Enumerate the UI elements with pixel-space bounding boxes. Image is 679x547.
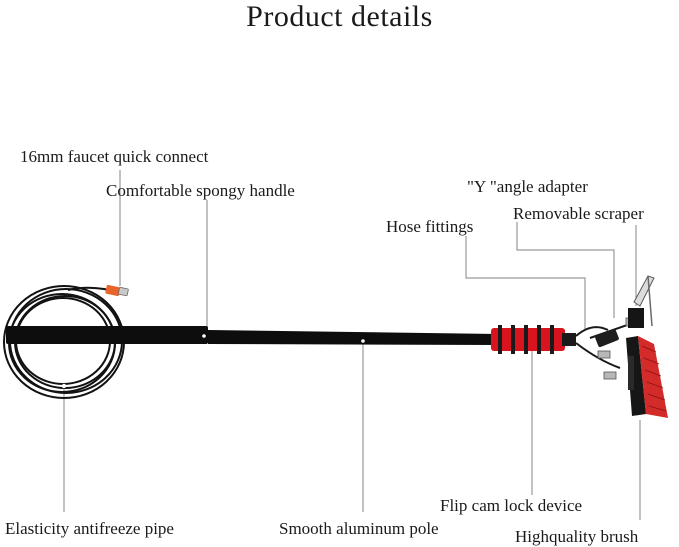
leader-angle-adapter [516,222,615,318]
label-highquality-brush: Highquality brush [515,527,639,546]
page-title: Product details [246,0,433,33]
aluminum-pole [208,330,498,345]
removable-scraper [628,275,655,328]
fitting-silver-1 [597,350,611,359]
label-angle-adapter: "Y "angle adapter [467,177,588,196]
faucet-connector [105,284,129,297]
leader-lines [63,170,641,520]
pole-dot [361,339,365,343]
fitting-silver-2 [603,371,617,380]
hose-marker-dot [61,383,67,389]
label-hose-fittings: Hose fittings [386,217,474,236]
label-antifreeze-pipe: Elasticity antifreeze pipe [5,519,174,538]
label-faucet-quick-connect: 16mm faucet quick connect [20,147,209,166]
handle-dot [202,334,206,338]
spongy-handle [6,326,208,344]
label-flip-cam-lock: Flip cam lock device [440,496,583,515]
leader-hose-fittings [465,236,586,330]
label-spongy-handle: Comfortable spongy handle [106,181,295,200]
label-aluminum-pole: Smooth aluminum pole [279,519,439,538]
flip-cam-lock [491,325,576,354]
y-angle-adapter [595,328,619,348]
brush-head [626,336,668,418]
label-removable-scraper: Removable scraper [513,204,644,223]
